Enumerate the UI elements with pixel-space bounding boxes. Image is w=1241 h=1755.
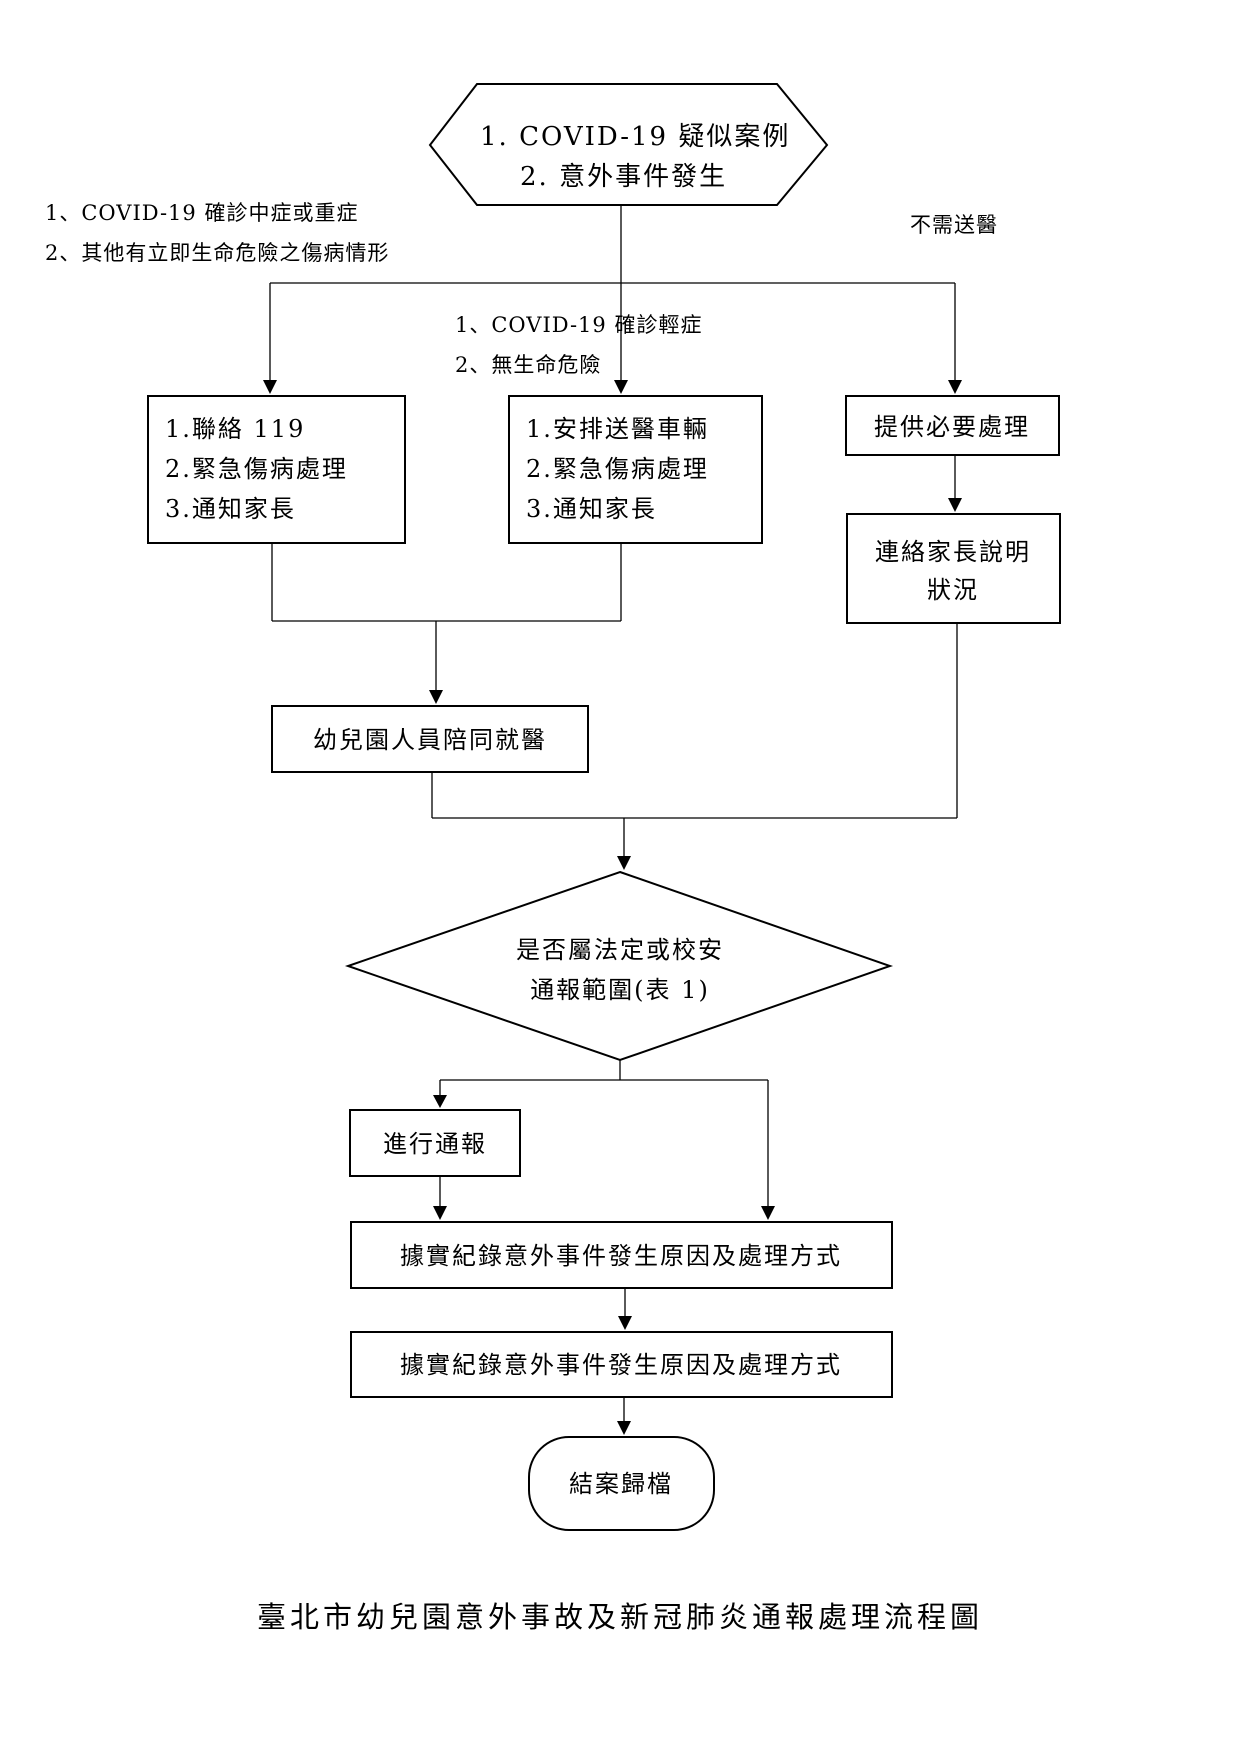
arrowhead: [433, 1095, 447, 1108]
arrowhead: [617, 856, 631, 870]
box-mild-line-3: 3.通知家長: [526, 495, 657, 523]
box-record-2-label: 據實紀錄意外事件發生原因及處理方式: [400, 1351, 842, 1379]
label-mild-line-2: 2、無生命危險: [455, 353, 601, 377]
box-provide-frame: [845, 395, 1060, 456]
end-label: 結案歸檔: [569, 1470, 673, 1498]
box-record-1: 據實紀錄意外事件發生原因及處理方式: [350, 1221, 893, 1289]
arrowhead: [614, 380, 628, 394]
box-provide-label: 提供必要處理: [874, 413, 1030, 441]
decision-diamond: [344, 870, 894, 1062]
page-title: 臺北市幼兒園意外事故及新冠肺炎通報處理流程圖: [257, 1600, 983, 1634]
box-severe: 1.聯絡 119 2.緊急傷病處理 3.通知家長: [147, 395, 406, 544]
box-provide: 提供必要處理: [845, 395, 1060, 456]
arrowhead: [948, 498, 962, 512]
start-line-1: 1. COVID-19 疑似案例: [480, 122, 790, 152]
box-mild-line-1: 1.安排送醫車輛: [526, 415, 709, 443]
box-mild-frame: [508, 395, 763, 544]
arrowhead: [263, 380, 277, 394]
connectors: [263, 205, 962, 1435]
decision-line-2: 通報範圍(表 1): [530, 976, 710, 1004]
start-node: 1. COVID-19 疑似案例 2. 意外事件發生: [428, 83, 829, 206]
arrowhead: [618, 1316, 632, 1330]
box-report-frame: [349, 1109, 521, 1177]
label-severe-line-2: 2、其他有立即生命危險之傷病情形: [45, 241, 389, 265]
end-terminator: [528, 1436, 715, 1531]
box-accompany-label: 幼兒園人員陪同就醫: [313, 726, 547, 754]
box-record-1-label: 據實紀錄意外事件發生原因及處理方式: [400, 1242, 842, 1270]
box-record-1-frame: [350, 1221, 893, 1289]
decision-line-1: 是否屬法定或校安: [516, 936, 724, 964]
box-accompany-frame: [271, 705, 589, 773]
box-report: 進行通報: [349, 1109, 521, 1177]
box-contact-line-1: 連絡家長說明: [875, 538, 1031, 566]
start-hexagon: [428, 83, 829, 206]
branch-labels: 1、COVID-19 確診中症或重症 2、其他有立即生命危險之傷病情形 1、CO…: [45, 201, 998, 377]
box-severe-line-3: 3.通知家長: [165, 495, 296, 523]
arrowhead: [433, 1206, 447, 1220]
label-no-hospital: 不需送醫: [910, 213, 998, 237]
box-contact-frame: [846, 513, 1061, 624]
box-mild-line-2: 2.緊急傷病處理: [526, 455, 709, 483]
arrowhead: [761, 1206, 775, 1220]
box-accompany: 幼兒園人員陪同就醫: [271, 705, 589, 773]
box-contact: 連絡家長說明 狀況: [846, 513, 1061, 624]
arrowhead: [429, 690, 443, 704]
label-severe-line-1: 1、COVID-19 確診中症或重症: [45, 201, 358, 225]
arrowhead: [948, 380, 962, 394]
box-report-label: 進行通報: [383, 1130, 487, 1158]
box-severe-line-1: 1.聯絡 119: [165, 415, 305, 443]
box-contact-line-2: 狀況: [927, 576, 979, 604]
arrowhead: [617, 1421, 631, 1435]
box-mild: 1.安排送醫車輛 2.緊急傷病處理 3.通知家長: [508, 395, 763, 544]
box-record-2-frame: [350, 1331, 893, 1398]
end-node: 結案歸檔: [528, 1436, 715, 1531]
label-mild-line-1: 1、COVID-19 確診輕症: [455, 313, 702, 337]
box-severe-line-2: 2.緊急傷病處理: [165, 455, 348, 483]
box-severe-frame: [147, 395, 406, 544]
start-line-2: 2. 意外事件發生: [520, 162, 727, 192]
decision-node: 是否屬法定或校安 通報範圍(表 1): [344, 870, 894, 1062]
box-record-2: 據實紀錄意外事件發生原因及處理方式: [350, 1331, 893, 1398]
